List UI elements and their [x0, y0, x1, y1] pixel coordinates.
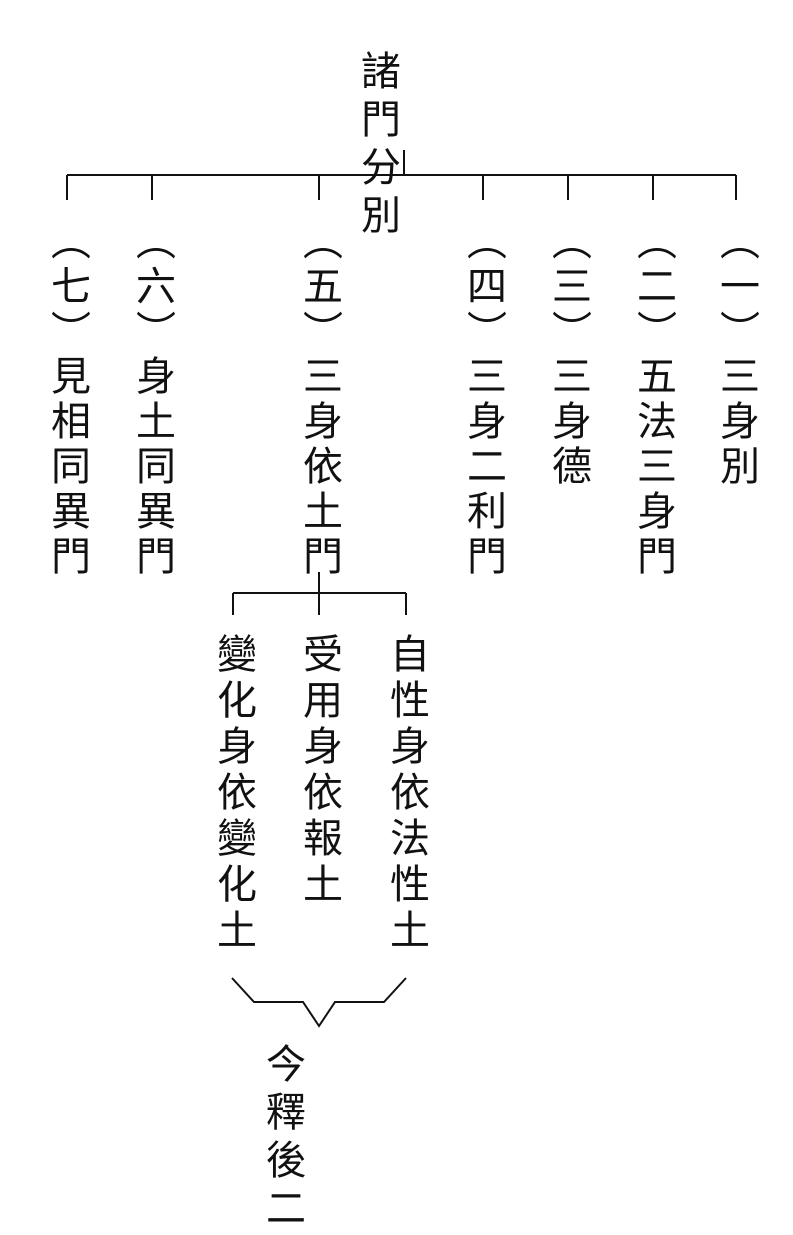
branch-two: （二）五法三身門 — [630, 220, 676, 580]
sub-branch-dharma-body: 自性身依法性土 — [383, 633, 429, 955]
branch-six: （六）身土同異門 — [129, 220, 175, 580]
sub-branch-transformation-body: 變化身依變化土 — [210, 633, 256, 955]
root-node-label: 諸門分別 — [354, 50, 400, 242]
tree-connector-lines — [66, 150, 737, 1028]
branch-five: （五）三身依土門 — [296, 220, 342, 580]
sub-branch-enjoyment-body: 受用身依報土 — [296, 633, 342, 909]
branch-four: （四）三身二利門 — [460, 220, 506, 580]
branch-one: （一）三身別 — [713, 220, 759, 490]
bottom-note-label: 今釋後二 — [259, 1043, 305, 1235]
branch-three: （三）三身德 — [545, 220, 591, 490]
branch-seven: （七）見相同異門 — [44, 220, 90, 580]
